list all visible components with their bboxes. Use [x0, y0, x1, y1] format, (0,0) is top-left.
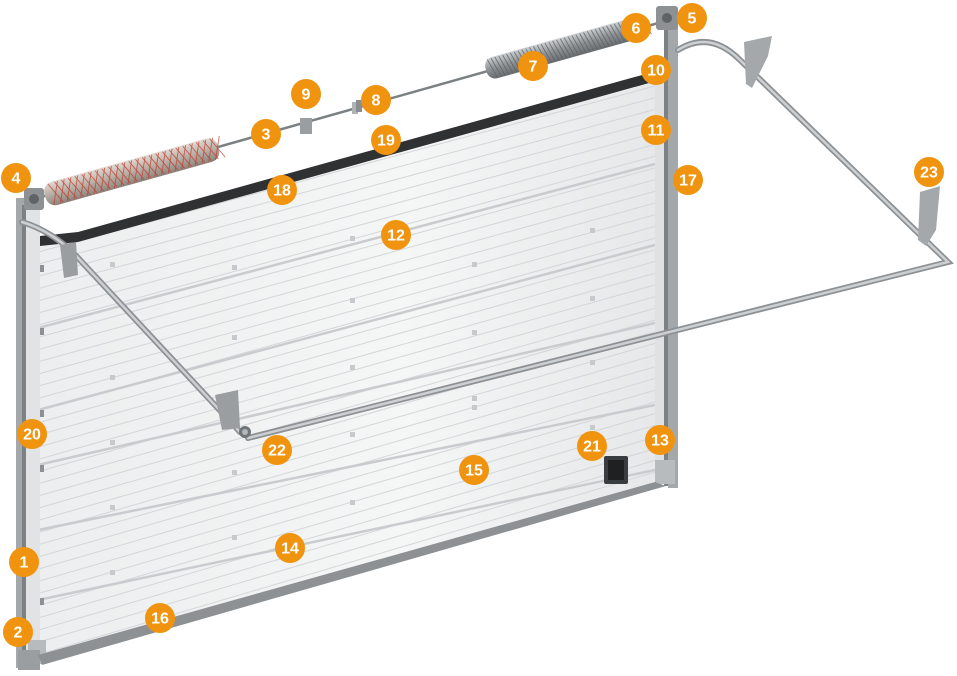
callout-number: 20 [23, 427, 41, 444]
callout-badge [9, 547, 39, 577]
callout-badge [371, 125, 401, 155]
callout-number: 8 [372, 93, 381, 110]
callout-badge [262, 435, 292, 465]
callout-number: 6 [632, 21, 641, 38]
top-roller [239, 426, 251, 438]
callout-17: 17 [673, 165, 703, 195]
door-handle [604, 456, 628, 484]
callout-14: 14 [275, 533, 305, 563]
callout-badge [677, 3, 707, 33]
callout-badge [641, 55, 671, 85]
callout-badge [518, 51, 548, 81]
callout-number: 14 [281, 541, 299, 558]
callout-badge [291, 79, 321, 109]
callout-23: 23 [914, 157, 944, 187]
callout-number: 11 [648, 123, 665, 140]
callout-badge [459, 455, 489, 485]
callout-16: 16 [145, 603, 175, 633]
callout-number: 23 [920, 165, 938, 182]
callout-number: 10 [647, 63, 665, 80]
callout-badge [17, 419, 47, 449]
callout-19: 19 [371, 125, 401, 155]
callout-11: 11 [641, 115, 671, 145]
callout-number: 9 [302, 87, 311, 104]
left-torsion-spring [44, 135, 226, 206]
callout-number: 16 [151, 611, 169, 628]
guide-track [19, 39, 954, 441]
callout-badge [275, 533, 305, 563]
callout-13: 13 [645, 425, 675, 455]
callout-badge [1, 163, 31, 193]
callout-badge [145, 603, 175, 633]
callout-number: 12 [387, 228, 405, 245]
callout-number: 13 [651, 433, 669, 450]
callout-badge [621, 13, 651, 43]
callout-badge [641, 115, 671, 145]
callout-number: 22 [268, 443, 286, 460]
callout-3: 3 [251, 119, 281, 149]
callout-number: 15 [465, 463, 483, 480]
ceiling-hanger-right [918, 186, 940, 246]
header-seal [40, 70, 660, 246]
section-joints [37, 162, 656, 602]
shaft-coupler [300, 100, 362, 134]
callout-7: 7 [518, 51, 548, 81]
callout-9: 9 [291, 79, 321, 109]
bottom-rail [38, 482, 666, 665]
callout-number: 17 [679, 173, 697, 190]
callout-badge [673, 165, 703, 195]
callout-number: 2 [14, 625, 23, 642]
ceiling-hanger-top [744, 36, 772, 88]
callout-badge [251, 119, 281, 149]
callout-badge [361, 85, 391, 115]
callout-number: 19 [377, 133, 395, 150]
callout-number: 4 [12, 171, 21, 188]
callout-10: 10 [641, 55, 671, 85]
callout-2: 2 [3, 617, 33, 647]
bearing-bracket-right [656, 6, 678, 30]
callout-20: 20 [17, 419, 47, 449]
callout-badge [577, 431, 607, 461]
callout-4: 4 [1, 163, 31, 193]
callout-12: 12 [381, 220, 411, 250]
bearing-bracket-left [24, 188, 44, 210]
callout-number: 5 [688, 11, 697, 28]
callout-badge [914, 157, 944, 187]
panel-grooves [38, 85, 655, 655]
callout-number: 1 [20, 555, 29, 572]
callout-1: 1 [9, 547, 39, 577]
right-frame [655, 18, 678, 488]
callout-badge [3, 617, 33, 647]
callout-21: 21 [577, 431, 607, 461]
callout-badge [645, 425, 675, 455]
callout-8: 8 [361, 85, 391, 115]
callout-number: 7 [529, 59, 538, 76]
callout-18: 18 [267, 175, 297, 205]
callout-6: 6 [621, 13, 651, 43]
callout-number: 18 [273, 183, 291, 200]
callout-22: 22 [262, 435, 292, 465]
callout-badge [267, 175, 297, 205]
door-panel [38, 82, 655, 655]
callout-5: 5 [677, 3, 707, 33]
track-hanger-left [60, 242, 240, 430]
callout-number: 21 [583, 439, 601, 456]
callout-15: 15 [459, 455, 489, 485]
callout-badge [381, 220, 411, 250]
callout-number: 3 [262, 127, 271, 144]
